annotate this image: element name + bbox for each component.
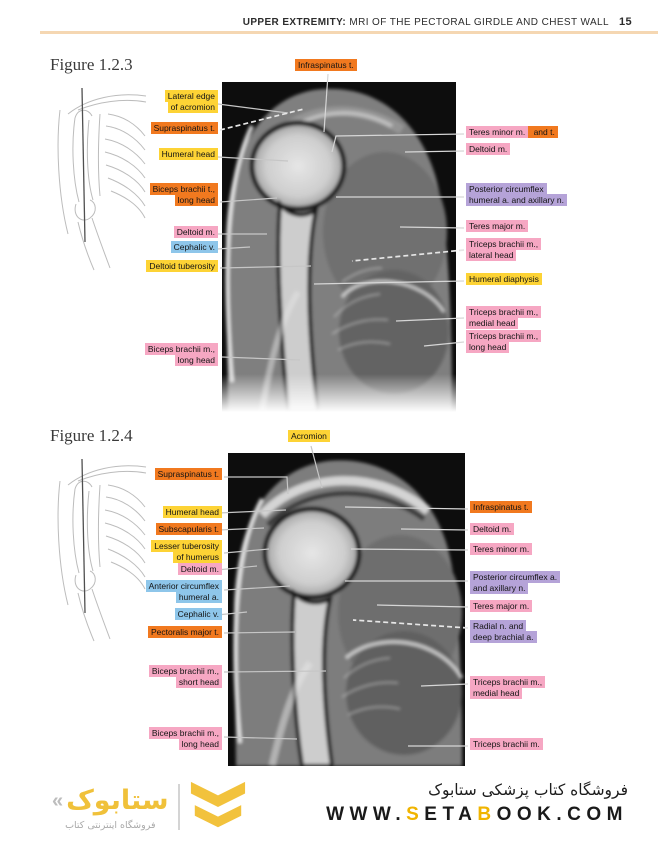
page-number: 15 bbox=[618, 16, 632, 28]
figure2-title: Figure 1.2.4 bbox=[50, 426, 133, 445]
header-section-title: UPPER EXTREMITY: bbox=[242, 17, 347, 28]
anatomy-label: Biceps brachii m., long head bbox=[144, 343, 218, 366]
anatomy-label: Infraspinatus t. bbox=[295, 59, 357, 71]
header-rule bbox=[40, 31, 658, 34]
anatomy-label: Lesser tuberosity of humerus bbox=[151, 540, 222, 563]
anatomy-label: Supraspinatus t. bbox=[154, 468, 222, 480]
anatomy-label: Pectoralis major t. bbox=[147, 626, 222, 638]
anatomy-label: Lateral edge of acromion bbox=[164, 90, 218, 113]
figure1-title: Figure 1.2.3 bbox=[50, 55, 133, 74]
anatomy-label: Deltoid m. bbox=[466, 143, 511, 155]
anatomy-label: Posterior circumflex a. and axillary n. bbox=[470, 571, 561, 594]
anatomy-label: Teres minor m. bbox=[470, 543, 533, 555]
anatomy-label: Humeral head bbox=[158, 148, 218, 160]
website-url: WWW.SETABOOK.COM bbox=[326, 804, 628, 825]
logo-divider bbox=[177, 784, 180, 830]
anatomy-label: Triceps brachii m. bbox=[470, 738, 543, 750]
skeleton-diagram-fig1 bbox=[57, 87, 147, 271]
setabook-logo: « ستابوک فروشگاه اینترنتی کتاب bbox=[52, 779, 247, 835]
brand-tagline: فروشگاه اینترنتی کتاب bbox=[65, 819, 156, 831]
mri-image-fig1 bbox=[222, 82, 456, 412]
anatomy-label: Biceps brachii m., short head bbox=[148, 665, 222, 688]
anatomy-label: Humeral diaphysis bbox=[466, 273, 542, 285]
anatomy-label: Radial n. and deep brachial a. bbox=[470, 620, 537, 643]
anatomy-label: Deltoid m. bbox=[173, 226, 218, 238]
skeleton-diagram-fig2 bbox=[57, 458, 147, 642]
anatomy-label: Biceps brachii t., long head bbox=[149, 183, 218, 206]
anatomy-label: Anterior circumflex humeral a. bbox=[145, 580, 222, 603]
slice-indicator-line bbox=[81, 87, 86, 243]
anatomy-label: Posterior circumflex humeral a. and axil… bbox=[466, 183, 567, 206]
brand-wordmark-block: « ستابوک فروشگاه اینترنتی کتاب bbox=[52, 784, 169, 831]
anatomy-label: Acromion bbox=[288, 430, 330, 442]
store-title: فروشگاه کتاب پزشکی ستابوک bbox=[428, 781, 628, 799]
anatomy-label: Humeral head bbox=[162, 506, 222, 518]
mri-image-fig2 bbox=[228, 453, 465, 766]
slice-indicator-line bbox=[81, 458, 86, 614]
anatomy-label: Teres major m. bbox=[466, 220, 529, 232]
setabook-chevron-icon bbox=[190, 781, 245, 828]
brand-wordmark: ستابوک bbox=[66, 784, 169, 816]
anatomy-label: Deltoid m. bbox=[177, 563, 222, 575]
anatomy-label: Triceps brachii m., medial head bbox=[470, 676, 546, 699]
footer-store-info: فروشگاه کتاب پزشکی ستابوک WWW.SETABOOK.C… bbox=[326, 781, 628, 826]
anatomy-label: Deltoid m. bbox=[470, 523, 515, 535]
anatomy-label: Biceps brachii m., long head bbox=[148, 727, 222, 750]
anatomy-label: Cephalic v. bbox=[174, 608, 222, 620]
brand-guillemet-mark: « bbox=[52, 789, 64, 812]
anatomy-label: Cephalic v. bbox=[170, 241, 218, 253]
anatomy-label: Triceps brachii m., long head bbox=[466, 330, 542, 353]
anatomy-label: Deltoid tuberosity bbox=[146, 260, 218, 272]
anatomy-label: Subscapularis t. bbox=[155, 523, 222, 535]
anatomy-label: Infraspinatus t. bbox=[470, 501, 532, 513]
anatomy-label: Teres major m. bbox=[470, 600, 533, 612]
anatomy-label: Teres minor m. and t. bbox=[466, 126, 558, 138]
anatomy-label: Triceps brachii m., medial head bbox=[466, 306, 542, 329]
anatomy-label: Triceps brachii m., lateral head bbox=[466, 238, 542, 261]
header-chapter-title: MRI OF THE PECTORAL GIRDLE AND CHEST WAL… bbox=[346, 17, 609, 28]
anatomy-label: Supraspinatus t. bbox=[150, 122, 218, 134]
page-header: UPPER EXTREMITY: MRI OF THE PECTORAL GIR… bbox=[243, 16, 632, 28]
